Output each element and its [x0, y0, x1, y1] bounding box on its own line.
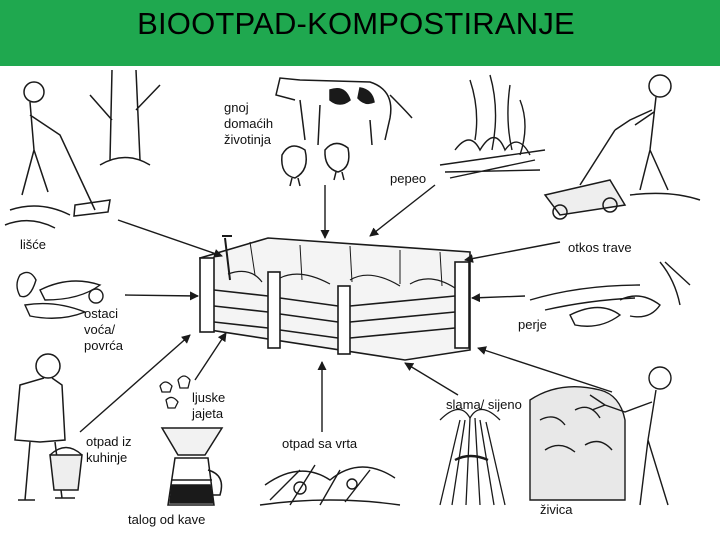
label-straw-hay: slama/ sijeno [446, 397, 522, 412]
label-line: životinja [224, 132, 271, 147]
label-line: povrća [84, 338, 124, 353]
label-line: gnoj [224, 100, 249, 115]
feathers-illustration [529, 261, 691, 327]
fruit-scraps-illustration [16, 271, 104, 319]
compost-illustration [4, 69, 701, 506]
compost-bin [199, 235, 471, 361]
label-line: jajeta [192, 406, 224, 421]
label-feathers: perje [518, 317, 547, 332]
coffee-maker-illustration [160, 427, 224, 506]
label-fruit-veg: ostaci voća/ povrća [84, 306, 123, 354]
label-grass-clippings: otkos trave [568, 240, 632, 255]
label-coffee-grounds: talog od kave [128, 512, 206, 527]
label-leaves: lišće [20, 237, 47, 252]
title-bar: BIOOTPAD-KOMPOSTIRANJE [0, 0, 720, 66]
label-eggshells: ljuske jajeta [192, 390, 225, 422]
label-ash: pepeo [390, 171, 427, 186]
ash-fire-illustration [439, 74, 546, 179]
label-manure: gnoj domaćih životinja [224, 100, 273, 148]
cow-chickens-illustration [275, 77, 413, 187]
label-line: voća/ [84, 322, 116, 337]
straw-bundle-illustration [439, 408, 506, 506]
eggshells-illustration [159, 375, 191, 409]
hedge-trimming-illustration [529, 366, 672, 506]
page-title: BIOOTPAD-KOMPOSTIRANJE [137, 6, 575, 41]
label-line: ostaci [84, 306, 118, 321]
garden-waste-illustration [259, 464, 401, 506]
label-line: kuhinje [86, 450, 128, 465]
label-hedge: živica [540, 502, 573, 517]
kitchen-waste-person-illustration [14, 353, 83, 501]
lawnmower-illustration [543, 74, 701, 220]
label-line: ljuske [192, 390, 226, 405]
label-line: otpad iz [86, 434, 132, 449]
label-line: domaćih [224, 116, 274, 131]
label-kitchen-waste: otpad iz kuhinje [86, 434, 132, 466]
arrows [79, 184, 613, 433]
label-garden-waste: otpad sa vrta [282, 436, 358, 451]
leaves-raking-illustration [4, 69, 161, 229]
